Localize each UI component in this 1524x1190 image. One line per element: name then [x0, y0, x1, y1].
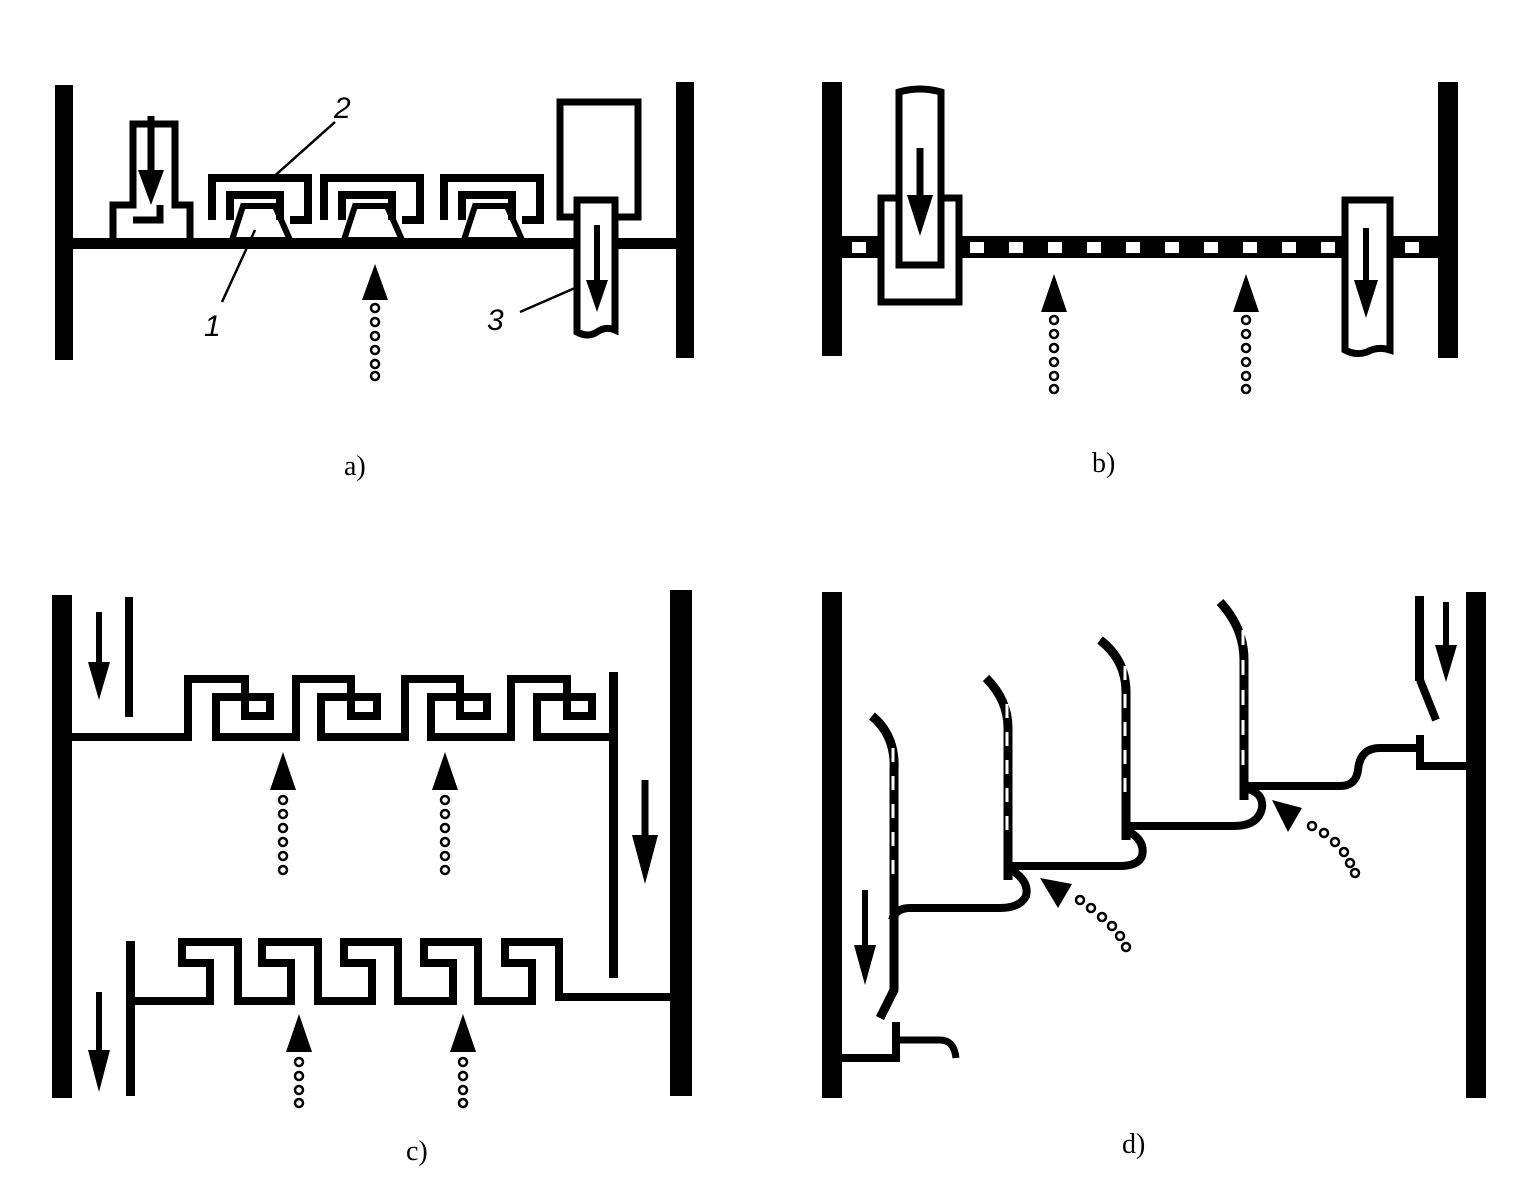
inlet-seal-step: [1416, 735, 1466, 770]
bubble-cap-3: [440, 174, 544, 243]
lower-tray-tunnel-caps: [135, 938, 670, 1005]
liquid-down-arrow: [138, 116, 164, 205]
riser-slots: [891, 630, 1245, 874]
sieve-holes: [852, 242, 1419, 253]
vapor-up-arrow: [450, 1014, 476, 1109]
vapor-up-arrow: [270, 752, 296, 876]
liquid-down-arrow: [854, 890, 876, 985]
vapor-diagonal-arrow: [1040, 878, 1132, 953]
vapor-up-arrow: [1041, 274, 1067, 395]
caption-d: d): [1122, 1129, 1145, 1160]
panel-c-tunnel-cap-tray: c): [52, 590, 692, 1167]
vapor-up-arrow: [286, 1014, 312, 1109]
vapor-up-arrow: [432, 752, 458, 876]
leader-line-2: [269, 121, 336, 181]
cascade-riser-2: [982, 674, 1013, 880]
leader-line-3: [519, 286, 576, 314]
panel-b-sieve-tray: b): [822, 82, 1458, 479]
inlet-baffle: [1415, 596, 1424, 681]
vapor-up-arrow: [362, 264, 388, 382]
upper-tray-tunnel-caps: [72, 675, 614, 741]
outlet-lip: [896, 1036, 960, 1059]
liquid-down-arrow: [907, 148, 933, 236]
caption-c: c): [406, 1136, 428, 1167]
left-column-wall: [822, 592, 842, 1098]
liquid-down-arrow: [88, 992, 110, 1092]
right-column-wall: [1466, 592, 1486, 1098]
label-2: 2: [333, 92, 351, 125]
right-column-wall: [1438, 82, 1458, 358]
caption-a: a): [344, 451, 366, 482]
caption-b: b): [1092, 448, 1115, 479]
liquid-down-arrow: [88, 612, 110, 700]
right-column-wall: [676, 82, 694, 358]
cascade-riser-1: [868, 712, 899, 1021]
label-1: 1: [204, 310, 221, 343]
tray-deck: [73, 238, 676, 249]
left-column-wall: [52, 595, 72, 1098]
liquid-down-arrow: [632, 780, 658, 884]
leader-line-1: [220, 229, 257, 303]
bubble-cap-1: [208, 174, 312, 243]
cascade-riser-3: [1097, 636, 1131, 840]
cascade-step-1: [888, 864, 1031, 922]
upper-inlet-baffle: [125, 597, 133, 717]
inlet-baffle-lip: [1416, 678, 1440, 722]
outlet-downcomer: [573, 196, 619, 339]
liquid-down-arrow: [1354, 228, 1378, 318]
cascade-step-2: [1006, 826, 1147, 870]
bubble-cap-2: [320, 174, 424, 243]
vapor-diagonal-arrow: [1272, 800, 1361, 879]
cascade-step-3: [1122, 784, 1267, 830]
panel-a-bubble-cap-tray: 2 1 3 a): [55, 82, 694, 482]
panel-d-cascade-tray: d): [822, 592, 1486, 1160]
lower-inlet-baffle: [126, 941, 135, 1096]
vapor-up-arrow: [1233, 274, 1259, 395]
upper-outlet-baffle: [609, 672, 618, 978]
liquid-down-arrow: [1435, 602, 1457, 682]
label-3: 3: [487, 304, 504, 337]
right-column-wall: [670, 590, 692, 1096]
cascade-riser-4: [1216, 598, 1249, 800]
left-column-wall: [822, 82, 842, 356]
cascade-step-4: [1240, 744, 1418, 790]
left-column-wall: [55, 85, 73, 360]
outlet-seal: [842, 1022, 900, 1062]
